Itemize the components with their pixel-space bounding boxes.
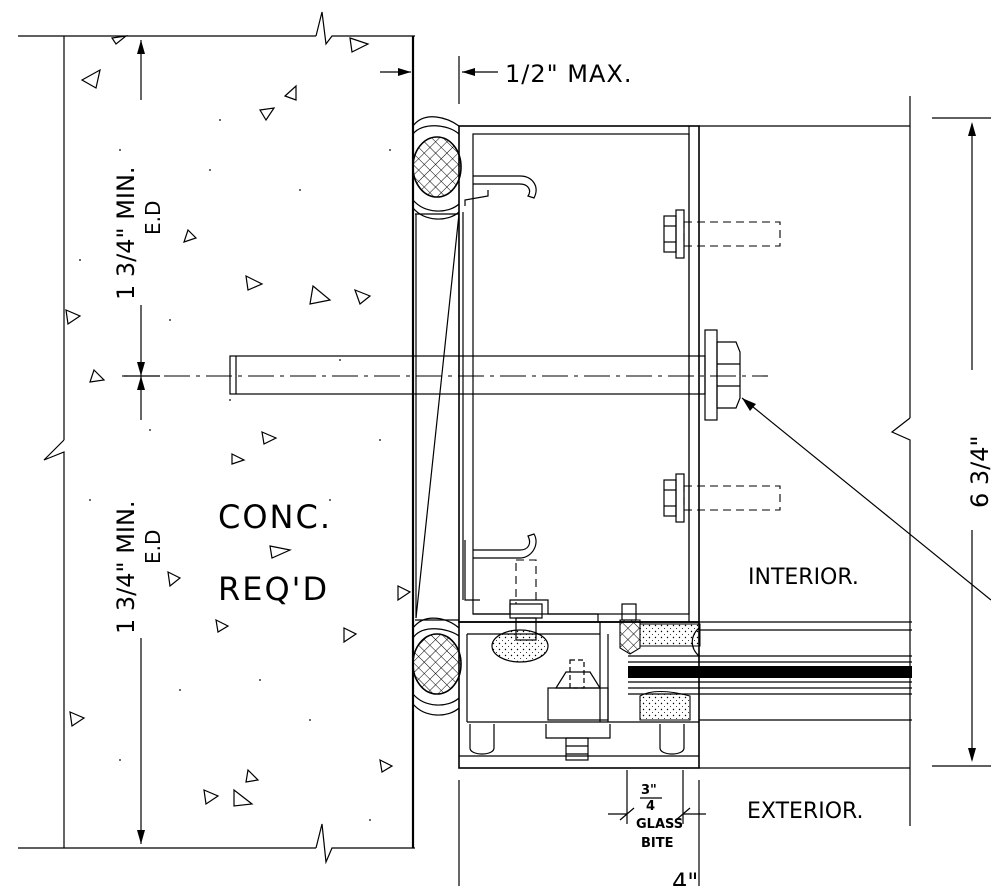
glass-bite-label-2: BITE [641, 836, 674, 851]
ed-label-bottom: E.D [141, 530, 165, 564]
sealant-joint-top [412, 116, 462, 220]
exterior-label: EXTERIOR. [747, 799, 864, 824]
glass-unit [628, 621, 912, 721]
glass-bite-denominator: 4 [646, 799, 655, 814]
aggregate-marks [65, 35, 412, 807]
min-edge-label-bottom: 1 3/4" MIN. [112, 500, 140, 634]
clipped-dimension-fragment: 4" [672, 868, 698, 886]
sill-profile [458, 559, 701, 769]
overall-height-label: 6 3/4" [966, 435, 991, 508]
frame-screw-upper [663, 209, 781, 259]
sealant-joint-bottom [412, 617, 462, 716]
shim-block [415, 213, 460, 621]
overall-dimension [932, 117, 991, 767]
ed-label-top: E.D [141, 201, 165, 235]
min-edge-label-top: 1 3/4" MIN. [112, 166, 140, 300]
frame-profile [458, 125, 700, 623]
reqd-label: REQ'D [218, 570, 329, 608]
concrete-speckle [79, 119, 391, 821]
glass-bite-label-1: GLASS [636, 817, 683, 832]
gap-dimension [380, 56, 498, 104]
frame-screw-lower [663, 473, 781, 523]
conc-label: CONC. [218, 498, 332, 536]
anchor-bolt [229, 329, 741, 421]
half-inch-max-label: 1/2" MAX. [505, 60, 633, 88]
interior-label: INTERIOR. [748, 565, 859, 590]
glass-bite-dimension [608, 770, 706, 824]
anchor-leader [741, 397, 991, 601]
interior-wall [458, 96, 911, 886]
glass-bite-numerator: 3" [641, 783, 657, 798]
concrete-slab [18, 11, 415, 865]
edge-distance-dimension [124, 40, 160, 844]
